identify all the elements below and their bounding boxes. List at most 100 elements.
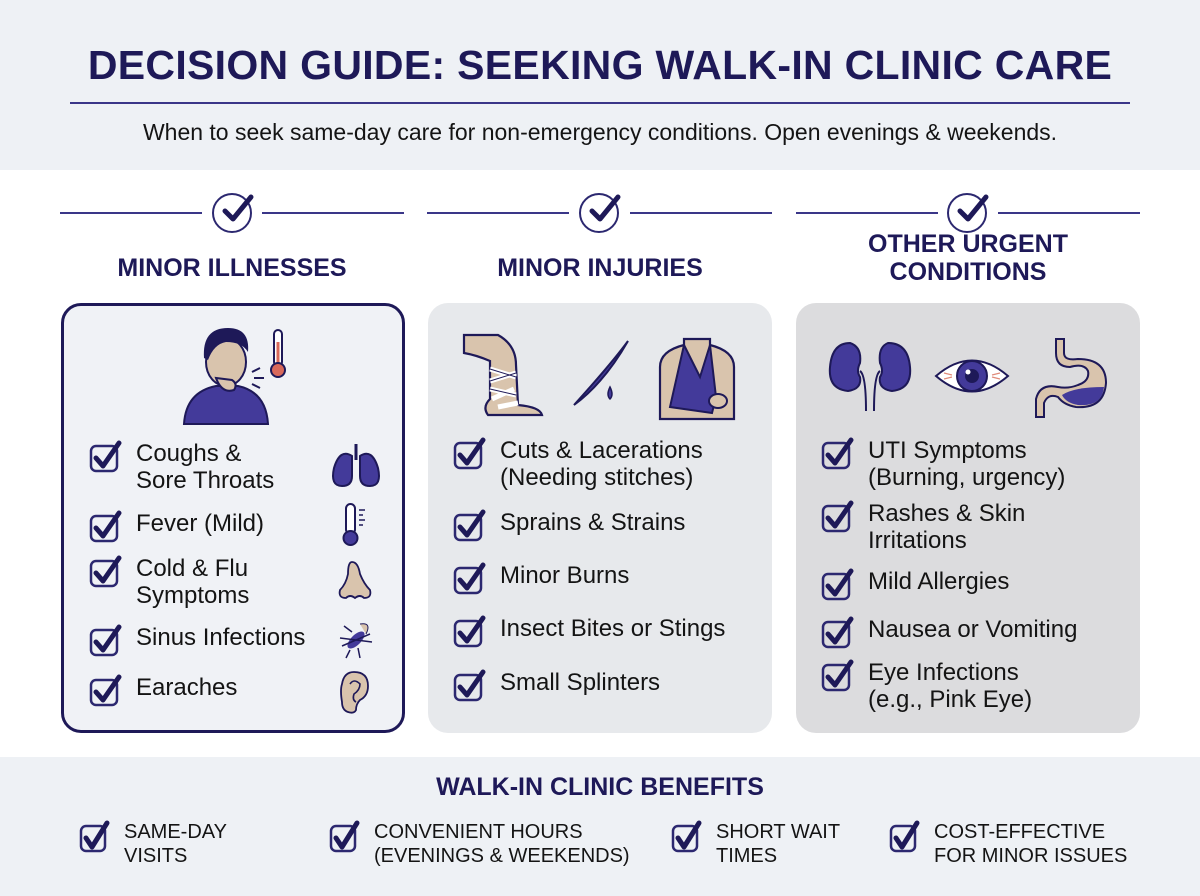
- item-label: Minor Burns: [500, 562, 630, 589]
- checkbox-checked-icon: [453, 437, 486, 470]
- benefit-label: (EVENINGS & WEEKENDS): [374, 845, 630, 867]
- item-label: Insect Bites or Stings: [500, 615, 726, 642]
- item-label: (e.g., Pink Eye): [868, 686, 1033, 713]
- column-title-other-urgent: OTHER URGENT CONDITIONS: [796, 230, 1140, 286]
- checkbox-checked-icon: [889, 820, 920, 853]
- column-divider-right: [630, 212, 772, 214]
- title-divider: [70, 102, 1130, 104]
- list-item: Fever (Mild): [88, 510, 264, 544]
- page-subtitle: When to seek same-day care for non-emerg…: [142, 119, 1058, 145]
- card-other-urgent: UTI Symptoms(Burning, urgency) Rashes & …: [796, 303, 1140, 733]
- checkbox-checked-icon: [671, 820, 702, 853]
- page-title: DECISION GUIDE: SEEKING WALK-IN CLINIC C…: [87, 42, 1113, 88]
- item-label: Eye Infections: [868, 659, 1019, 686]
- checkbox-checked-icon: [453, 669, 486, 702]
- column-divider-right: [998, 212, 1140, 214]
- list-item: Earaches: [88, 674, 237, 708]
- column-title-minor-illnesses: MINOR ILLNESSES: [117, 254, 347, 282]
- item-label: Small Splinters: [500, 669, 661, 696]
- checkbox-checked-icon: [453, 562, 486, 595]
- checkbox-checked-icon: [89, 674, 122, 707]
- thermometer-icon: [270, 329, 286, 378]
- card-minor-injuries: Cuts & Lacerations(Needing stitches) Spr…: [428, 303, 772, 733]
- check-circle-icon: [579, 193, 621, 233]
- item-label: Nausea or Vomiting: [868, 616, 1078, 643]
- column-title-line: OTHER URGENT: [868, 230, 1068, 258]
- mosquito-icon: [339, 623, 373, 659]
- column-divider-left: [427, 212, 569, 214]
- item-label: Cuts & Lacerations: [500, 437, 703, 464]
- checkbox-checked-icon: [79, 820, 110, 853]
- column-divider-right: [262, 212, 404, 214]
- benefits-band: [0, 757, 1200, 896]
- checkbox-checked-icon: [821, 568, 854, 601]
- list-item: Mild Allergies: [820, 568, 1009, 602]
- kidneys-icon: [828, 341, 912, 412]
- column-divider-left: [796, 212, 938, 214]
- benefit-label: COST-EFFECTIVE: [934, 821, 1106, 843]
- arm-sling-icon: [658, 337, 736, 421]
- item-label: Coughs &: [136, 440, 242, 467]
- ear-icon: [340, 671, 369, 714]
- list-item: Coughs &Sore Throats: [88, 440, 274, 494]
- stomach-icon: [1035, 338, 1108, 418]
- checkbox-checked-icon: [89, 510, 122, 543]
- benefit-label: TIMES: [716, 845, 778, 867]
- list-item: Eye Infections(e.g., Pink Eye): [820, 659, 1032, 713]
- checkbox-checked-icon: [89, 555, 122, 588]
- list-item: UTI Symptoms(Burning, urgency): [820, 437, 1065, 491]
- item-label: Irritations: [868, 527, 967, 554]
- item-label: Fever (Mild): [136, 510, 265, 537]
- eye-icon: [934, 359, 1010, 393]
- check-circle-icon: [212, 193, 254, 233]
- cut-blade-icon: [573, 340, 629, 406]
- item-label: Sinus Infections: [136, 624, 306, 651]
- list-item: Insect Bites or Stings: [452, 615, 725, 649]
- card-minor-illnesses: Coughs &Sore Throats Fever (Mild) Cold &…: [61, 303, 405, 733]
- item-label: Rashes & Skin: [868, 500, 1026, 527]
- lungs-icon: [332, 444, 380, 488]
- list-item: Nausea or Vomiting: [820, 616, 1077, 650]
- checkbox-checked-icon: [821, 500, 854, 533]
- item-label: UTI Symptoms: [868, 437, 1027, 464]
- list-item: Sprains & Strains: [452, 509, 685, 543]
- column-divider-left: [60, 212, 202, 214]
- item-label: Sprains & Strains: [500, 509, 686, 536]
- list-item: Minor Burns: [452, 562, 629, 596]
- thermometer-icon: [342, 503, 365, 546]
- benefit-label: FOR MINOR ISSUES: [934, 845, 1128, 867]
- checkbox-checked-icon: [453, 509, 486, 542]
- nose-icon: [338, 561, 372, 600]
- benefit-label: CONVENIENT HOURS: [374, 821, 583, 843]
- item-label: Sore Throats: [136, 467, 275, 494]
- checkbox-checked-icon: [821, 437, 854, 470]
- item-label: Mild Allergies: [868, 568, 1010, 595]
- bandaged-ankle-icon: [462, 333, 544, 417]
- list-item: Small Splinters: [452, 669, 660, 703]
- item-label: Symptoms: [136, 582, 250, 609]
- benefit-label: SHORT WAIT: [716, 821, 841, 843]
- check-circle-icon: [947, 193, 989, 233]
- benefit-label: SAME-DAY: [124, 821, 227, 843]
- list-item: Sinus Infections: [88, 624, 305, 658]
- benefits-title: WALK-IN CLINIC BENEFITS: [436, 773, 764, 801]
- benefit-label: VISITS: [124, 845, 188, 867]
- header-band: [0, 0, 1200, 170]
- checkbox-checked-icon: [89, 624, 122, 657]
- item-label: Cold & Flu: [136, 555, 249, 582]
- benefit-item: CONVENIENT HOURS(EVENINGS & WEEKENDS): [328, 820, 630, 868]
- checkbox-checked-icon: [821, 659, 854, 692]
- item-label: (Needing stitches): [500, 464, 694, 491]
- column-title-minor-injuries: MINOR INJURIES: [497, 254, 703, 282]
- column-title-line: CONDITIONS: [889, 258, 1047, 286]
- checkbox-checked-icon: [329, 820, 360, 853]
- checkbox-checked-icon: [89, 440, 122, 473]
- item-label: (Burning, urgency): [868, 464, 1066, 491]
- checkbox-checked-icon: [821, 616, 854, 649]
- list-item: Cuts & Lacerations(Needing stitches): [452, 437, 703, 491]
